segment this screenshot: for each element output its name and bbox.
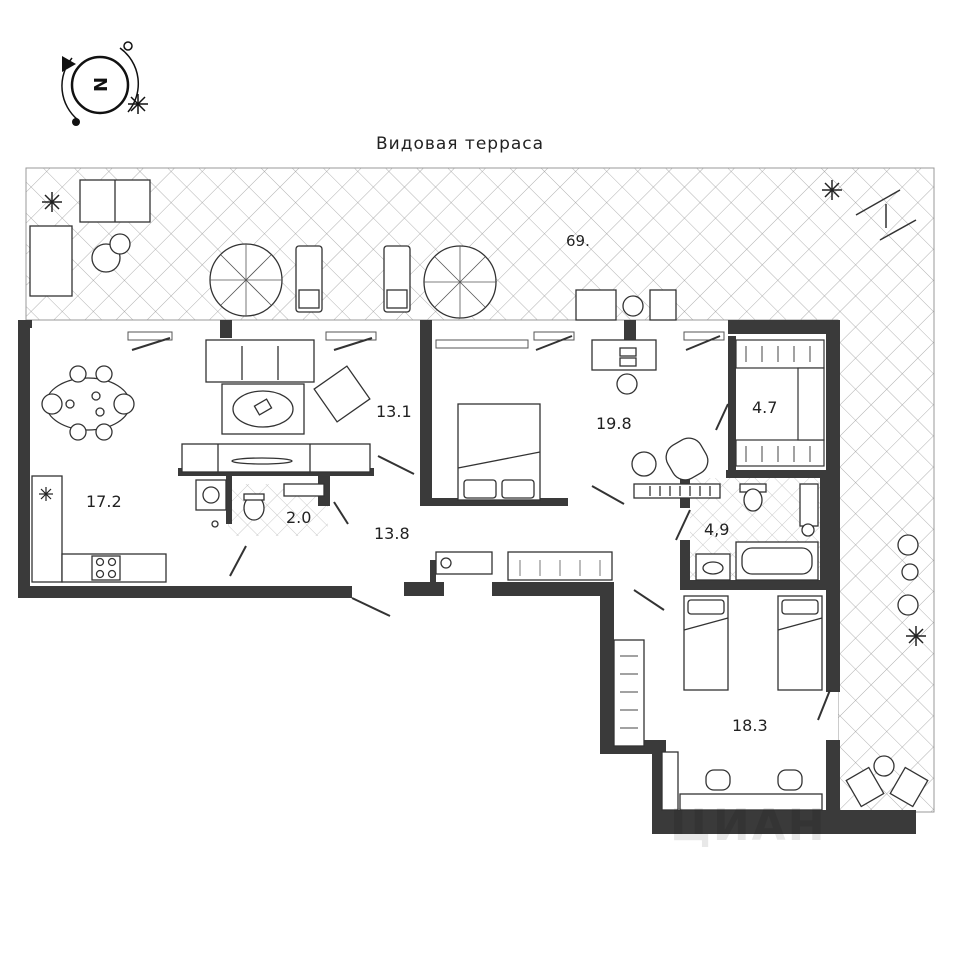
room-area-dressing: 4.7 — [752, 398, 778, 417]
compass-icon: N — [61, 41, 148, 126]
room-area-bathroom: 4,9 — [704, 520, 730, 539]
watermark: ЦИАН — [670, 800, 827, 851]
terrace-area: 69. — [566, 232, 590, 250]
living-furniture — [181, 339, 371, 473]
doors — [131, 335, 831, 721]
room-area-hall: 13.8 — [374, 524, 410, 543]
bedroom-1-furniture — [457, 339, 721, 501]
bedroom-2-furniture — [613, 595, 823, 811]
windows — [127, 331, 725, 349]
room-area-bedroom-1: 19.8 — [596, 414, 632, 433]
snowflake-icon — [39, 487, 53, 501]
terrace-title: Видовая терраса — [376, 134, 545, 154]
room-area-living: 13.1 — [376, 402, 412, 421]
room-area-bedroom-2: 18.3 — [732, 716, 768, 735]
wardrobe — [735, 339, 825, 467]
room-area-small-bathroom: 2.0 — [286, 508, 312, 527]
terrace-furniture — [29, 179, 929, 808]
kitchen-furniture — [31, 365, 167, 583]
bathroom-fixtures — [695, 483, 819, 581]
svg-text:N: N — [91, 77, 112, 92]
hall-furniture — [435, 551, 613, 581]
room-area-kitchen: 17.2 — [86, 492, 122, 511]
small-bathroom-fixtures — [195, 479, 325, 528]
